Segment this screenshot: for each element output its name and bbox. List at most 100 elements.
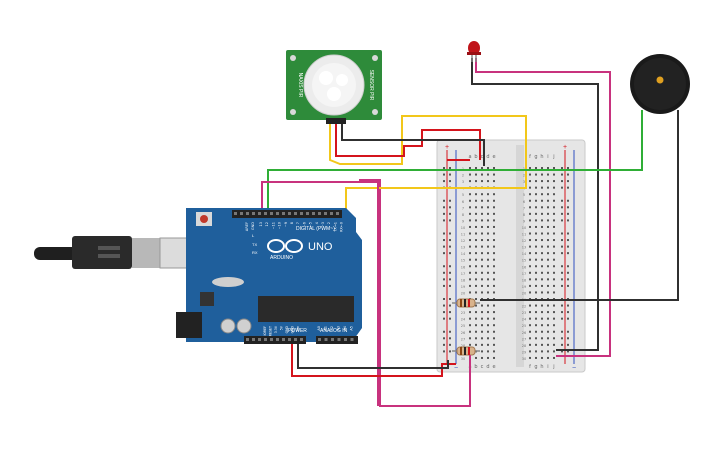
digital-pin-label: 13 [259,222,263,226]
row-label: 9 [462,219,464,223]
row-label: 11 [522,233,526,237]
row-label: 13 [461,246,465,250]
resistor-1[interactable] [452,298,480,308]
row-label: 8 [523,213,525,217]
row-label: 24 [461,318,466,322]
column-label: i [547,364,548,370]
row-label: 30 [522,357,526,361]
wire-red-pir[interactable] [335,122,481,160]
column-label: e [492,364,495,370]
power-pin-label: GND [291,325,295,333]
analog-pin-label: A4 [343,325,347,330]
column-label: i [547,154,548,160]
row-label: 6 [462,200,464,204]
row-label: 18 [461,278,465,282]
wire-black-pir[interactable] [341,122,485,166]
column-label: b [474,364,477,370]
row-label: 19 [522,285,526,289]
power-pin-label: Vin [296,326,300,331]
row-label: 13 [522,246,526,250]
column-label: f [529,364,531,370]
pir-label-right: SENSOR PIR [368,70,374,101]
row-label: 18 [522,278,526,282]
row-label: 22 [522,305,526,309]
row-label: 12 [522,239,526,243]
row-label: 28 [461,344,465,348]
column-label: f [529,154,531,160]
row-label: 17 [522,272,526,276]
column-label: c [481,154,484,160]
power-label: POWER [288,328,307,334]
row-label: 17 [461,272,465,276]
row-label: 14 [522,252,527,256]
digital-pin-label: ~3 [321,222,325,227]
wire-magenta-pin[interactable] [261,181,379,406]
column-label: e [492,154,495,160]
usb-cable [34,236,197,269]
row-label: 16 [461,265,465,269]
digital-pin-label: 4 [315,221,319,224]
row-label: 3 [523,180,525,184]
analog-in-label: ANALOG IN [320,328,348,334]
wire-black-gnd[interactable] [297,342,449,369]
digital-pin-label: ~10 [278,222,282,229]
row-label: 3 [462,180,464,184]
row-label: 10 [461,226,465,230]
wire-black-buzzer[interactable] [480,110,679,301]
row-label: 30 [461,357,465,361]
header-pins [234,212,354,341]
arduino-uno[interactable]: UNO ARDUINO DIGITAL (PWM~) POWER ANALOG … [34,208,362,344]
rail-plus-label-top-left: + [445,144,449,151]
row-label: 5 [523,193,525,197]
row-label: 27 [522,337,526,341]
digital-pin-label: RX←0 [340,222,344,232]
led[interactable] [467,41,481,62]
column-label: a [468,154,471,160]
row-label: 27 [461,337,465,341]
board-logo-text: ARDUINO [270,255,293,261]
wire-green-buzzer[interactable] [267,110,643,214]
row-label: 15 [522,259,526,263]
column-label: g [534,154,537,160]
power-pin-label: 3.3V [274,325,278,333]
row-label: 2 [462,174,464,178]
row-label: 23 [522,311,526,315]
analog-pin-label: A2 [330,326,334,331]
row-label: 23 [461,311,465,315]
digital-pin-label: TX→1 [333,222,337,233]
power-pin-label: 5V [280,325,284,330]
arduino-logo-icon [267,239,303,253]
wire-yellow-signal[interactable] [329,115,527,214]
wire-red-5v[interactable] [291,342,456,377]
digital-pwm-label: DIGITAL (PWM~) [296,226,335,232]
row-label: 5 [462,193,464,197]
column-label: b [474,154,477,160]
row-label: 7 [462,206,464,210]
digital-pin-label: 2 [327,222,331,224]
row-label: 25 [522,324,526,328]
piezo-buzzer[interactable] [630,54,690,114]
column-label: h [540,154,543,160]
row-label: 8 [462,213,464,217]
rail-plus-label-top-right: + [563,144,567,151]
pir-sensor[interactable]: NAXIS PIR SENSOR PIR [286,50,382,124]
power-pin-label: GND [285,325,289,333]
wire-black-led[interactable] [471,58,599,351]
column-label: j [552,154,554,160]
row-label: 29 [522,350,526,354]
row-label: 6 [523,200,525,204]
wire-magenta-led[interactable] [475,58,611,357]
resistor-2[interactable] [452,346,480,356]
led-rx-label: RX [252,250,258,255]
digital-pin-label: ~6 [302,222,306,227]
row-label: 2 [523,174,525,178]
analog-pin-label: A3 [337,326,341,331]
pir-label-left: NAXIS PIR [297,73,303,98]
power-pin-label: RESET [269,326,273,336]
row-label: 9 [523,219,525,223]
row-label: 26 [461,331,465,335]
